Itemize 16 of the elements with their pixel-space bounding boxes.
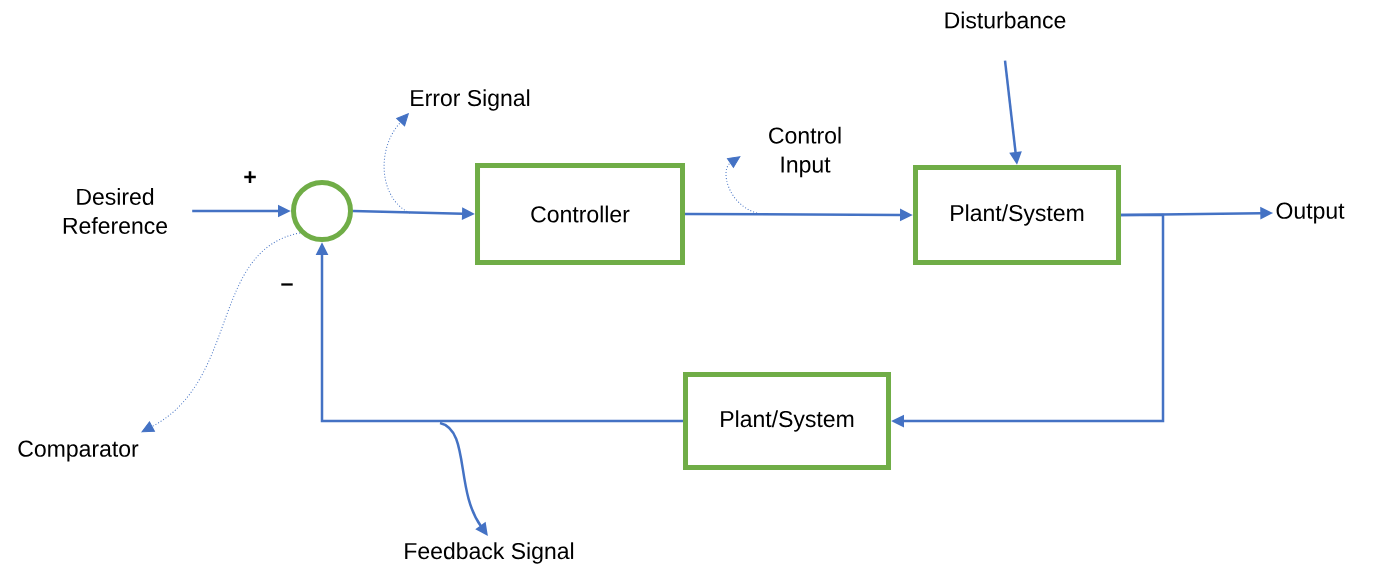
block-box: Plant/System — [913, 165, 1121, 265]
signal-label: Feedback Signal — [405, 542, 574, 564]
signal-label: Disturbance — [945, 11, 1066, 29]
block-box: Plant/System — [683, 372, 891, 470]
leader-line — [725, 156, 758, 214]
signal-label: Desired Reference — [63, 188, 168, 234]
signal-label: Control Input — [769, 126, 841, 178]
leader-line — [383, 113, 411, 214]
summing-junction — [291, 180, 353, 242]
leader-line — [141, 232, 301, 433]
signal-label: Output — [1276, 202, 1345, 224]
sign-label: – — [281, 283, 293, 286]
signal-label: Error Signal — [411, 89, 530, 111]
block-box: Controller — [475, 163, 685, 265]
sign-label: + — [244, 171, 256, 183]
signal-label: Comparator — [18, 440, 139, 462]
